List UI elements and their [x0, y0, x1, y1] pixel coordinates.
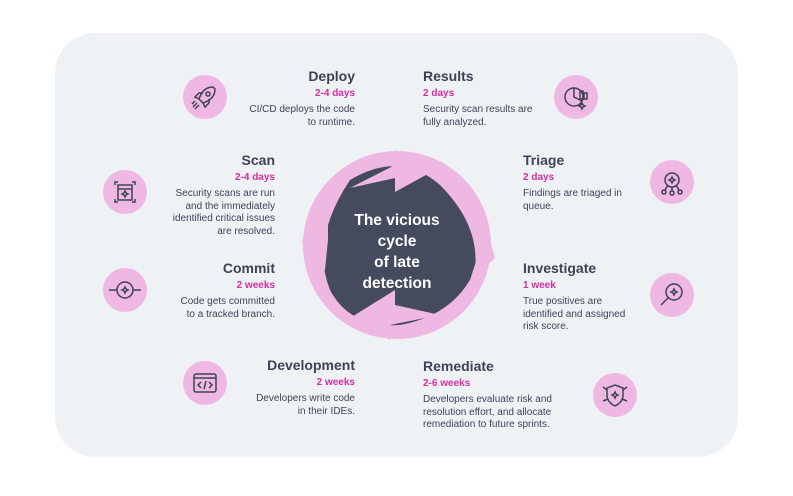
step-title: Investigate — [523, 260, 597, 276]
step-desc: Developers evaluate risk and resolution … — [423, 394, 552, 430]
step-investigate: Investigate 1 week True positives are id… — [523, 260, 723, 334]
step-title: Triage — [523, 152, 565, 168]
step-scan: Scan 2-4 days Security scans are run and… — [75, 152, 275, 238]
step-duration: 2 weeks — [236, 280, 275, 291]
step-title: Deploy — [308, 68, 355, 84]
step-desc: CI/CD deploys the code to runtime. — [249, 104, 355, 128]
arrow-bottom — [350, 290, 440, 340]
step-duration: 2 days — [423, 88, 455, 99]
step-desc: True positives are identified and assign… — [523, 296, 626, 332]
cycle-graphic — [302, 150, 495, 340]
network-icon — [650, 160, 694, 204]
step-title: Development — [267, 357, 355, 373]
step-triage: Triage 2 days Findings are triaged in qu… — [523, 152, 723, 213]
step-title: Results — [423, 68, 474, 84]
magnifier-icon — [650, 273, 694, 317]
step-title: Remediate — [423, 358, 494, 374]
step-duration: 2-6 weeks — [423, 378, 471, 389]
step-desc: Findings are triaged in queue. — [523, 188, 622, 212]
rocket-icon — [183, 75, 227, 119]
step-duration: 2 days — [523, 172, 555, 183]
cycle-core — [323, 166, 476, 326]
step-duration: 1 week — [523, 280, 556, 291]
step-deploy: Deploy 2-4 days CI/CD deploys the code t… — [155, 68, 355, 129]
step-duration: 2-4 days — [234, 172, 275, 183]
arrow-top — [350, 150, 435, 192]
code-icon — [183, 361, 227, 405]
shield-icon — [593, 373, 637, 417]
step-title: Commit — [222, 260, 275, 276]
step-duration: 2 weeks — [316, 377, 355, 388]
arrow-left — [302, 215, 328, 270]
step-title: Scan — [241, 152, 275, 168]
step-results: Results 2 days Security scan results are… — [423, 68, 623, 129]
step-desc: Security scans are run and the immediate… — [172, 188, 275, 237]
arrow-right — [470, 220, 495, 280]
cycle-title: The vicious cycle of late detection — [354, 212, 440, 292]
step-remediate: Remediate 2-6 weeks Developers evaluate … — [423, 358, 623, 432]
step-development: Development 2 weeks Developers write cod… — [155, 357, 355, 418]
step-desc: Security scan results are fully analyzed… — [423, 104, 533, 128]
step-commit: Commit 2 weeks Code gets committed to a … — [75, 260, 276, 321]
commit-icon — [103, 268, 147, 312]
step-desc: Developers write code in their IDEs. — [256, 393, 355, 417]
scan-icon — [103, 170, 147, 214]
step-desc: Code gets committed to a tracked branch. — [180, 296, 276, 320]
chart-icon — [554, 75, 598, 119]
step-duration: 2-4 days — [314, 88, 355, 99]
